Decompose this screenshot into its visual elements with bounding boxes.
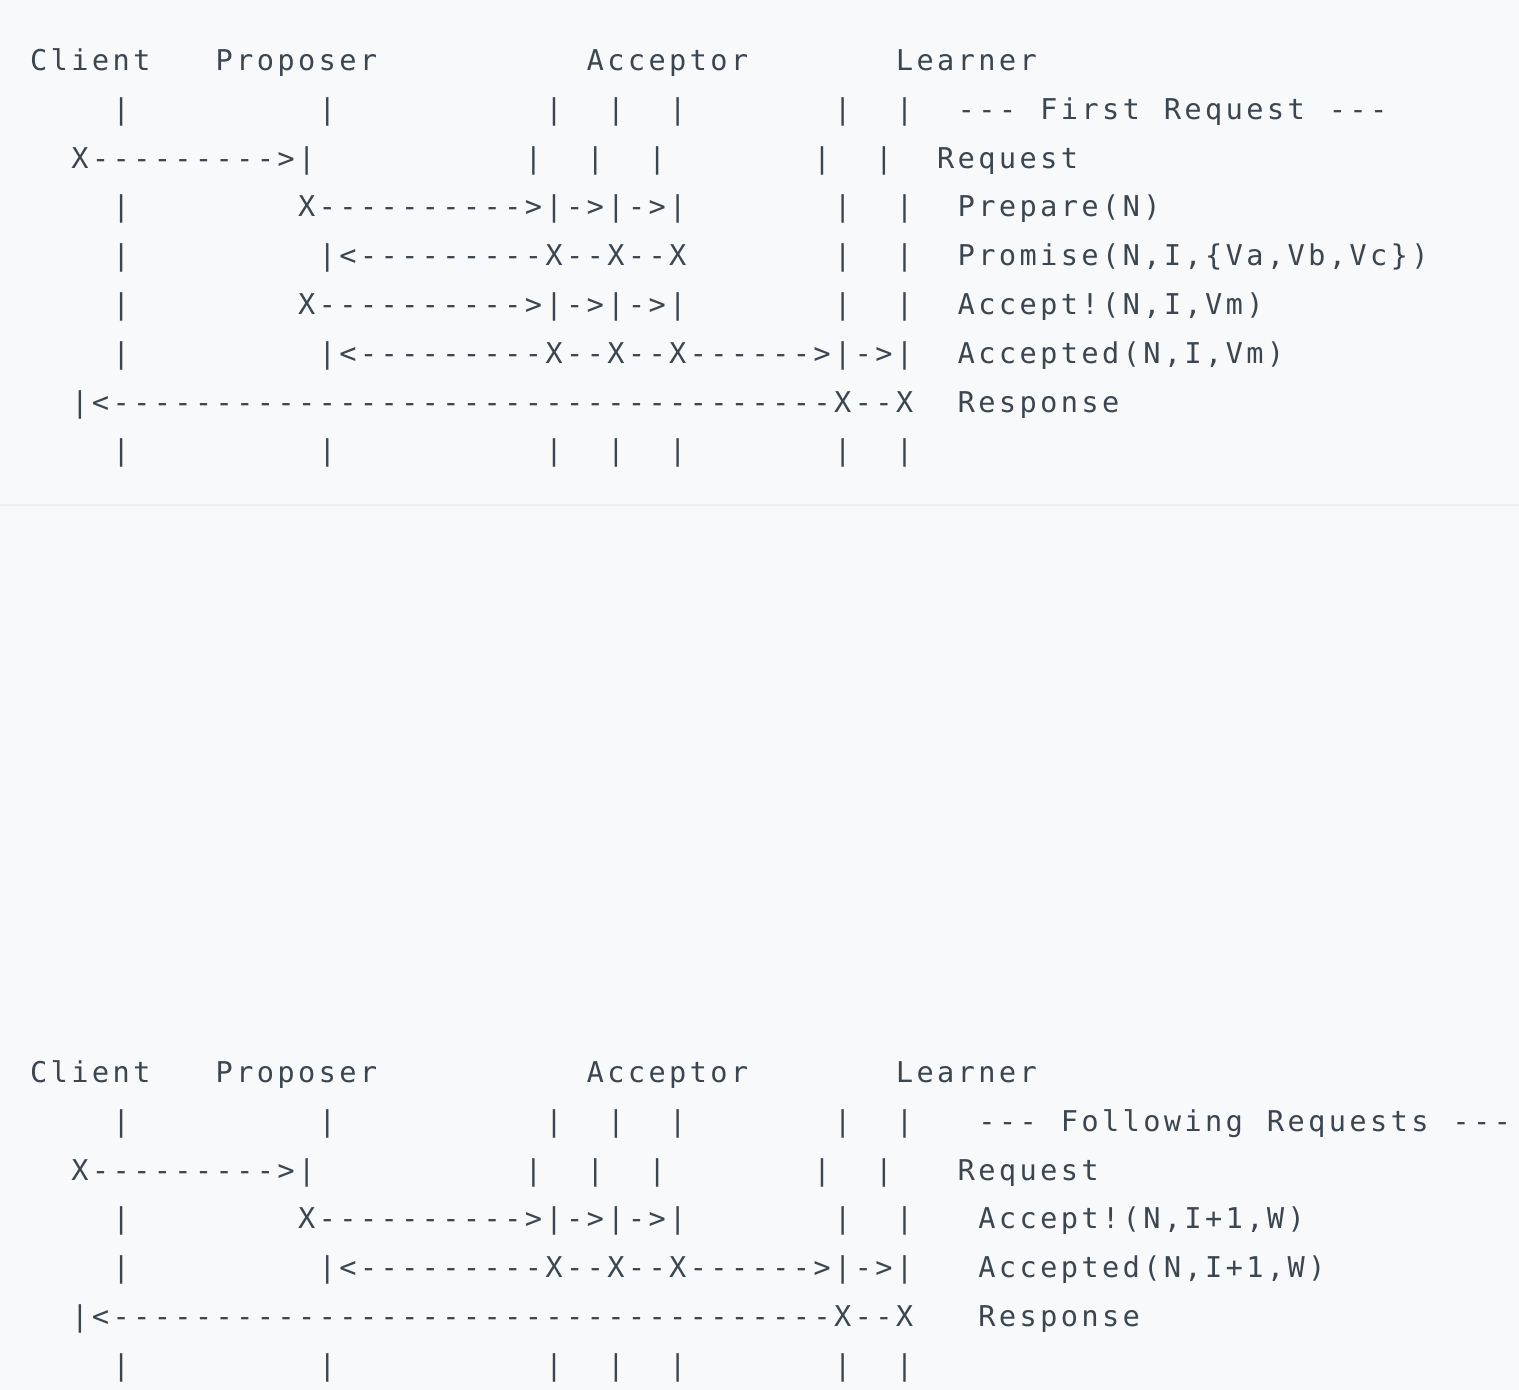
- following-requests-ascii-diagram: Client Proposer Acceptor Learner | | | |…: [30, 1055, 1515, 1382]
- first-request-ascii-diagram: Client Proposer Acceptor Learner | | | |…: [30, 43, 1432, 468]
- following-requests-block: Client Proposer Acceptor Learner | | | |…: [0, 506, 1519, 1382]
- block-divider: [0, 504, 1519, 506]
- first-request-block: Client Proposer Acceptor Learner | | | |…: [0, 0, 1519, 504]
